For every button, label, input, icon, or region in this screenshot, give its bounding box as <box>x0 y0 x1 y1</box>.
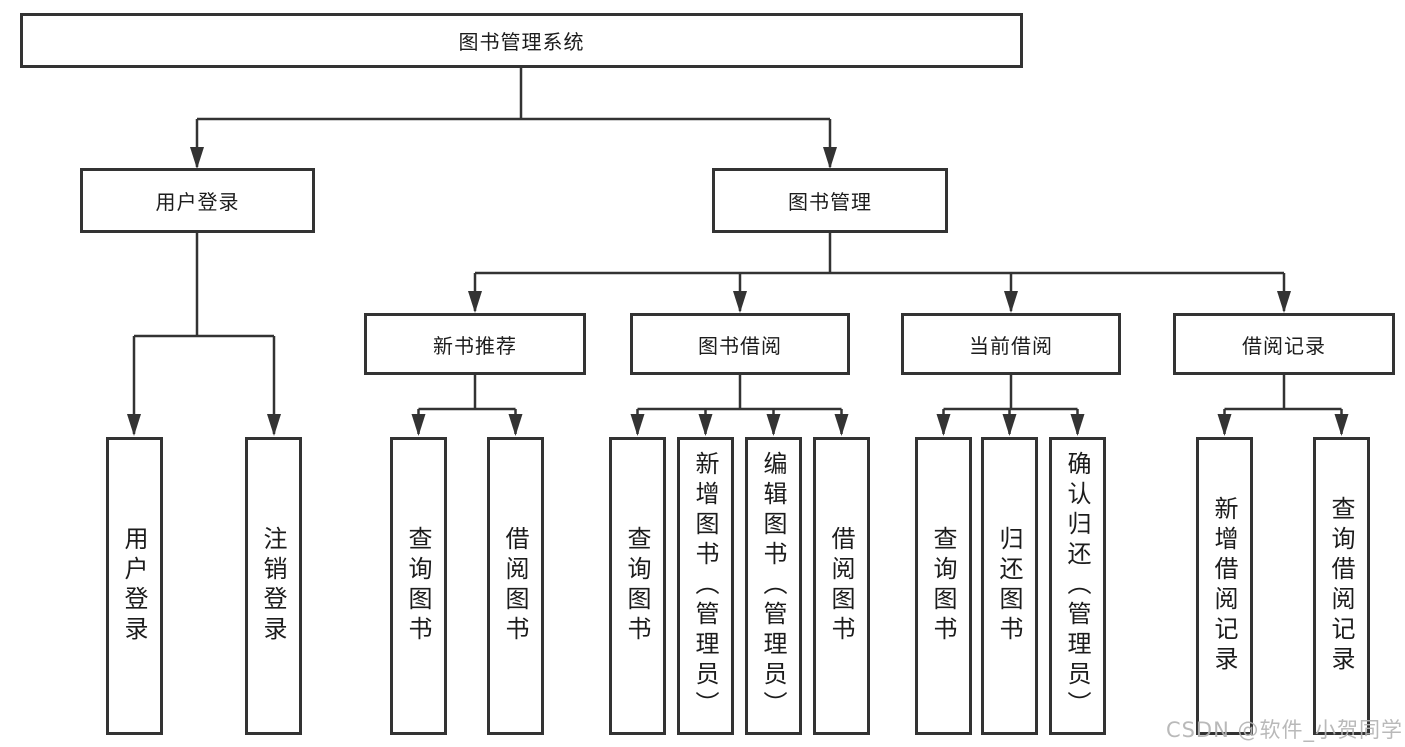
leaf-confirm-return-admin: 确认归还（管理员） <box>1049 437 1106 735</box>
leaf-return-book: 归还图书 <box>981 437 1038 735</box>
leaf-query-borrow-record: 查询借阅记录 <box>1313 437 1370 735</box>
leaf-query-books-recommend: 查询图书 <box>390 437 447 735</box>
leaf-query-books-current: 查询图书 <box>915 437 972 735</box>
leaf-borrow-books-borrowing: 借阅图书 <box>813 437 870 735</box>
leaf-edit-book-admin: 编辑图书（管理员） <box>745 437 802 735</box>
node-current-borrowing: 当前借阅 <box>901 313 1121 375</box>
node-book-management: 图书管理 <box>712 168 948 233</box>
leaf-user-login: 用户登录 <box>106 437 163 735</box>
node-user-login-module: 用户登录 <box>80 168 315 233</box>
leaf-add-borrow-record: 新增借阅记录 <box>1196 437 1253 735</box>
node-borrowing-records: 借阅记录 <box>1173 313 1395 375</box>
leaf-query-books-borrowing: 查询图书 <box>609 437 666 735</box>
node-library-system: 图书管理系统 <box>20 13 1023 68</box>
leaf-borrow-books-recommend: 借阅图书 <box>487 437 544 735</box>
node-book-borrowing: 图书借阅 <box>630 313 850 375</box>
node-new-book-recommendation: 新书推荐 <box>364 313 586 375</box>
leaf-add-book-admin: 新增图书（管理员） <box>677 437 734 735</box>
leaf-logout: 注销登录 <box>245 437 302 735</box>
csdn-watermark: CSDN @软件_小贺同学 <box>1165 718 1403 742</box>
